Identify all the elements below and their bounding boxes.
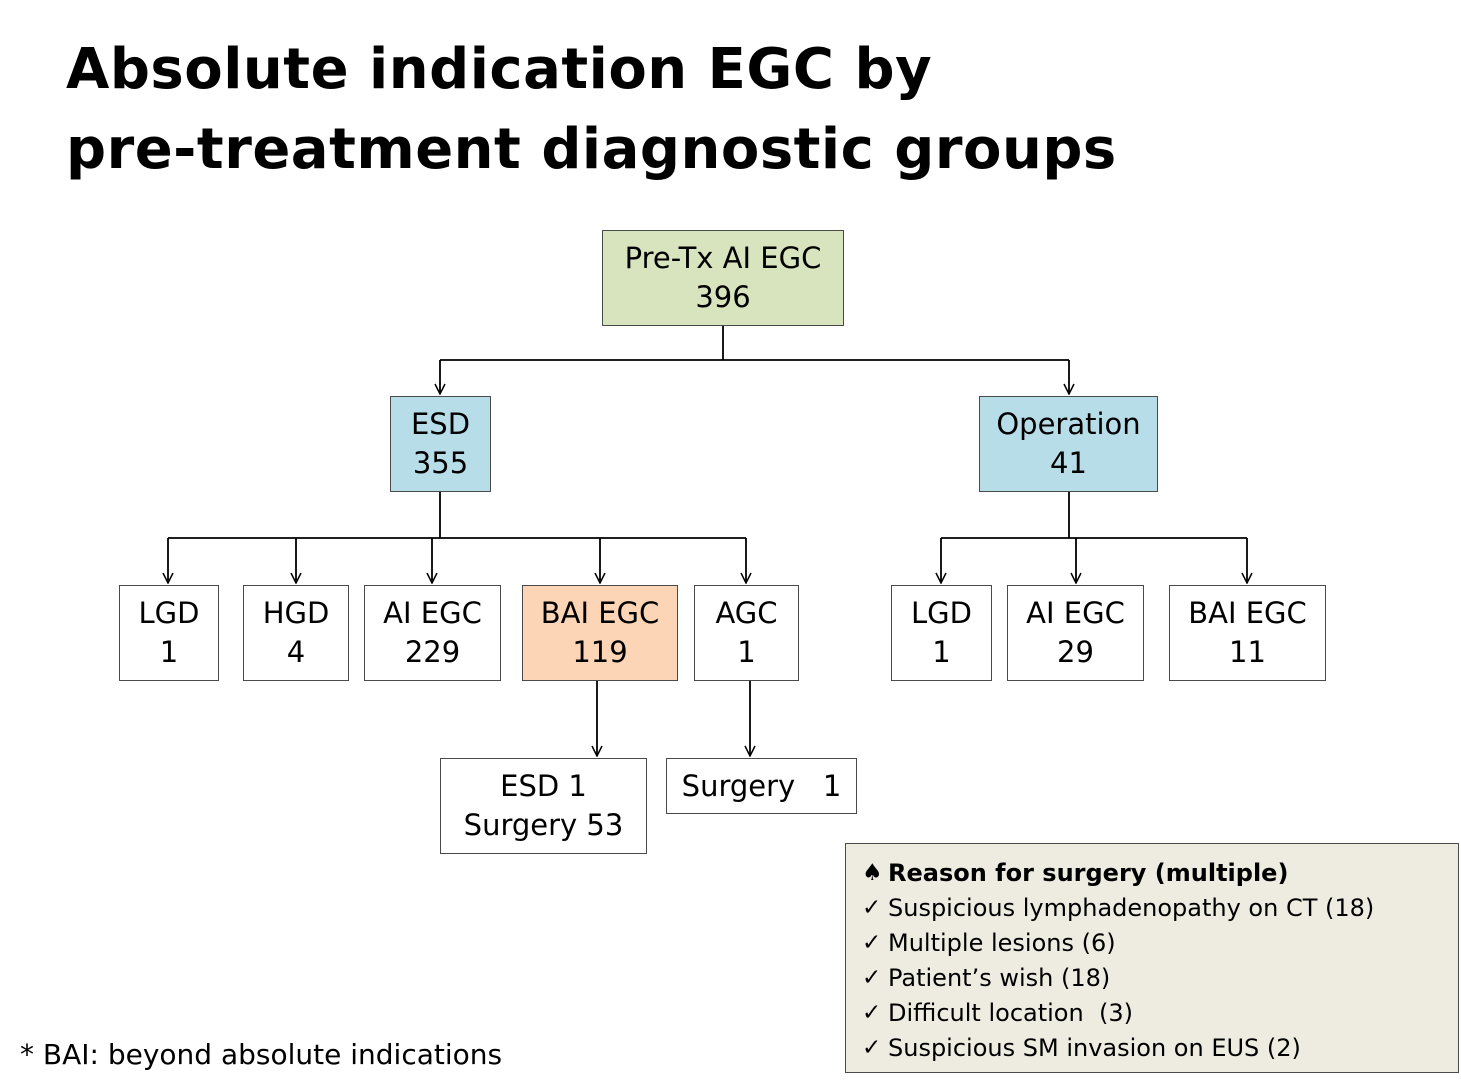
reason-text: Multiple lesions (6) (888, 929, 1116, 957)
check-icon: ✓ (862, 965, 882, 991)
reason-item: ✓ Suspicious lymphadenopathy on CT (18) (862, 891, 1458, 926)
reason-panel: ♠ Reason for surgery (multiple) ✓ Suspic… (845, 843, 1459, 1073)
node-value: 11 (1229, 635, 1266, 669)
esd-hgd-node: HGD 4 (243, 585, 349, 681)
check-icon: ✓ (862, 895, 882, 921)
slide-title: Absolute indication EGC by pre-treatment… (66, 30, 1216, 190)
reason-text: Patient’s wish (18) (888, 964, 1111, 992)
check-icon: ✓ (862, 930, 882, 956)
spade-icon: ♠ (862, 860, 883, 886)
reason-item: ✓ Suspicious SM invasion on EUS (2) (862, 1031, 1458, 1066)
esd-node: ESD 355 (390, 396, 491, 492)
node-label: HGD (262, 596, 330, 630)
outcome-line-1: Surgery 1 (681, 768, 842, 803)
esd-bai-egc-node: BAI EGC 119 (522, 585, 678, 681)
operation-value: 41 (1050, 446, 1087, 480)
root-value: 396 (695, 280, 751, 314)
reason-heading-row: ♠ Reason for surgery (multiple) (862, 856, 1458, 891)
reason-item: ✓ Patient’s wish (18) (862, 961, 1458, 996)
footnote: * BAI: beyond absolute indications (20, 1038, 503, 1071)
title-line-2: pre-treatment diagnostic groups (66, 117, 1117, 182)
node-label: LGD (138, 596, 200, 630)
node-label: AI EGC (1026, 596, 1125, 630)
node-value: 119 (572, 635, 628, 669)
op-lgd-node: LGD 1 (891, 585, 992, 681)
node-value: 1 (737, 635, 756, 669)
operation-label: Operation (996, 407, 1141, 441)
node-label: AI EGC (383, 596, 482, 630)
check-icon: ✓ (862, 1035, 882, 1061)
reason-text: Suspicious SM invasion on EUS (2) (888, 1034, 1301, 1062)
reason-text: Difficult location (3) (888, 999, 1133, 1027)
root-node: Pre-Tx AI EGC 396 (602, 230, 844, 326)
reason-heading: Reason for surgery (multiple) (888, 859, 1289, 887)
reason-item: ✓ Multiple lesions (6) (862, 926, 1458, 961)
esd-lgd-node: LGD 1 (119, 585, 219, 681)
root-label: Pre-Tx AI EGC (624, 241, 822, 275)
title-line-1: Absolute indication EGC by (66, 37, 933, 102)
node-value: 4 (286, 635, 306, 669)
node-value: 1 (159, 635, 179, 669)
node-value: 1 (932, 635, 951, 669)
operation-node: Operation 41 (979, 396, 1158, 492)
node-label: BAI EGC (540, 596, 660, 630)
outcome-line-1: ESD 1 (500, 769, 587, 803)
node-label: BAI EGC (1188, 596, 1307, 630)
node-value: 229 (404, 635, 461, 669)
esd-label: ESD (410, 407, 471, 441)
op-ai-egc-node: AI EGC 29 (1007, 585, 1144, 681)
reason-item: ✓ Difficult location (3) (862, 996, 1458, 1031)
esd-value: 355 (412, 446, 469, 480)
esd-ai-egc-node: AI EGC 229 (364, 585, 501, 681)
reason-text: Suspicious lymphadenopathy on CT (18) (888, 894, 1375, 922)
agc-outcome-node: Surgery 1 (666, 758, 857, 814)
outcome-line-2: Surgery 53 (463, 808, 624, 842)
op-bai-egc-node: BAI EGC 11 (1169, 585, 1326, 681)
esd-agc-node: AGC 1 (694, 585, 799, 681)
node-label: AGC (715, 596, 778, 630)
node-label: LGD (911, 596, 972, 630)
node-value: 29 (1057, 635, 1094, 669)
check-icon: ✓ (862, 1000, 882, 1026)
bai-outcome-node: ESD 1 Surgery 53 (440, 758, 647, 854)
